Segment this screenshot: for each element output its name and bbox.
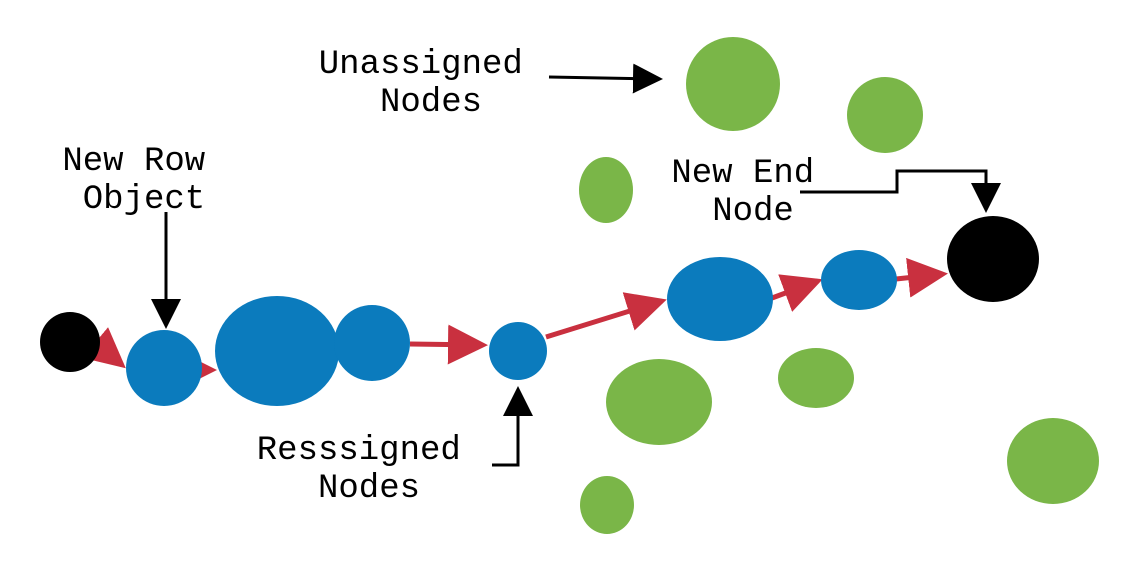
- unassigned-node: [686, 37, 780, 131]
- row-node: [821, 250, 897, 310]
- unassigned-label-line2: Nodes: [380, 84, 482, 122]
- path-arrow: [409, 324, 488, 365]
- new-end-callout-arrow: [800, 169, 1001, 213]
- unassigned-node: [606, 359, 712, 445]
- reassigned-callout-arrow: [492, 386, 533, 467]
- path-arrow: [895, 257, 948, 298]
- path-arrow: [82, 327, 126, 369]
- row-nodes: [126, 250, 897, 406]
- unassigned-node: [1007, 418, 1099, 504]
- unassigned-node: [847, 77, 923, 153]
- reassigned-label-line2: Nodes: [318, 470, 420, 508]
- row-node: [215, 296, 339, 406]
- path-arrow: [771, 274, 823, 312]
- row-node: [667, 257, 773, 341]
- unassigned-label: Unassigned Nodes: [319, 46, 543, 122]
- new-end-label-line2: Node: [712, 193, 794, 231]
- reassigned-label: Resssigned Nodes: [257, 432, 481, 508]
- new-row-label: New Row Object: [62, 143, 225, 219]
- row-node: [126, 330, 202, 406]
- new-end-label-line1: New End: [671, 155, 814, 193]
- reassigned-label-line1: Resssigned: [257, 432, 461, 470]
- end-node: [947, 216, 1039, 302]
- start-node: [40, 312, 100, 372]
- new-row-label-line1: New Row: [62, 143, 205, 181]
- unassigned-callout-arrow: [548, 63, 663, 94]
- path-arrow: [545, 292, 667, 340]
- callout-arrows: [151, 63, 1001, 467]
- unassigned-node: [579, 157, 633, 223]
- unassigned-node: [778, 348, 854, 408]
- row-node: [489, 322, 547, 380]
- new-end-label: New End Node: [671, 155, 834, 231]
- unassigned-nodes: [579, 37, 1099, 534]
- unassigned-label-line1: Unassigned: [319, 46, 523, 84]
- new-row-label-line2: Object: [83, 181, 205, 219]
- unassigned-node: [580, 476, 634, 534]
- row-node: [334, 305, 410, 381]
